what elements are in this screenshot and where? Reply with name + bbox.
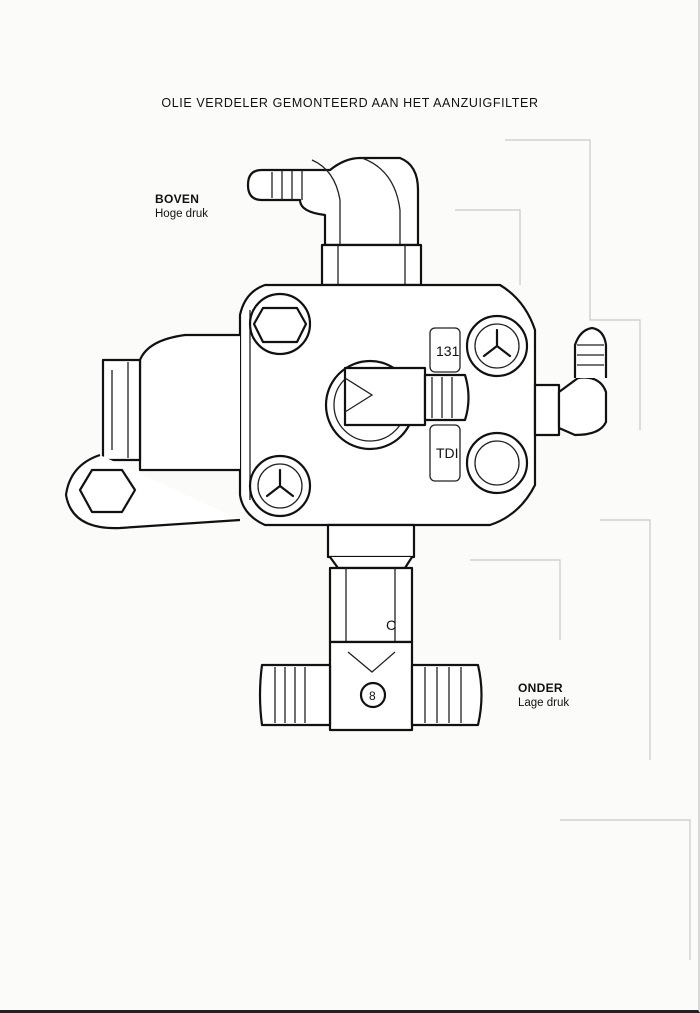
top-port-heading: BOVEN (155, 192, 200, 206)
lower-hex-nut (328, 566, 414, 644)
tee-boss (359, 681, 387, 709)
mount-bolt-lower-right (465, 431, 529, 495)
fitting-mark: C (386, 617, 396, 633)
body-stamp-marks: 131 TDI (429, 327, 461, 482)
bottom-port-heading: ONDER (518, 681, 563, 695)
mount-bolt-upper-right (465, 314, 529, 378)
lower-neck: C (326, 523, 416, 644)
mount-bolt-upper-left (248, 292, 312, 356)
mount-bolt-lower-left (248, 454, 312, 518)
lower-tee-fitting: 8 (258, 640, 483, 732)
tee-mark: 8 (369, 689, 376, 703)
svg-text:131: 131 (436, 343, 460, 359)
mount-bolt-flange (78, 468, 137, 514)
diagram-title: OLIE VERDELER GEMONTEERD AAN HET AANZUIG… (161, 96, 539, 110)
svg-text:TDI: TDI (436, 445, 459, 461)
bleed-through-lines (455, 139, 691, 960)
upper-hex-nut (320, 243, 423, 287)
upper-elbow-fitting (246, 156, 423, 287)
right-elbow-fitting (533, 326, 608, 437)
center-nipple (324, 359, 470, 451)
bottom-port-subtitle: Lage druk (518, 697, 570, 709)
top-port-subtitle: Hoge druk (155, 208, 209, 220)
